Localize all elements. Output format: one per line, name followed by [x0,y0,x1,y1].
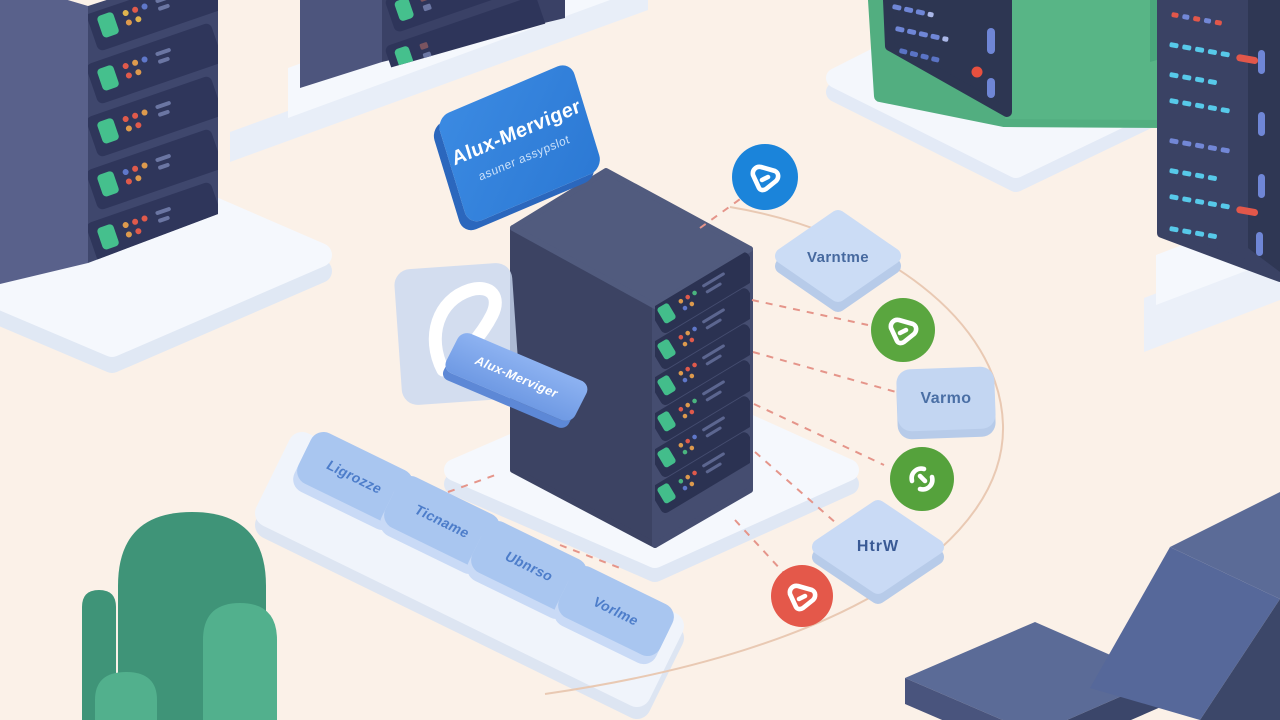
rack-unit [655,324,750,405]
green-server-panel-leds [892,4,995,98]
code-rack-rows [1169,0,1280,272]
cube-large-right [1200,599,1280,720]
server-tower-central [510,168,753,548]
cubes [905,492,1280,720]
bottom-tile-label: Ticname [411,501,473,541]
cube-large-top [1090,547,1280,720]
triangle-swirl-icon [787,583,818,612]
bottom-tile-label: Ubnrso [501,548,557,584]
callout-label-htrw: HtrW [856,538,900,555]
callout-label-varntme: Varntme [807,249,869,266]
bottom-tile-label: Ligrozze [323,457,387,497]
bottom-tile-label: Vorlme [589,593,643,629]
rack-unit [655,252,750,333]
status-icon-red [771,565,833,627]
rack-units-central [655,252,750,513]
rack-unit [655,396,750,477]
rack-unit [88,23,218,104]
rack-units-top-left [88,0,218,263]
cube-large-top-edge [1170,492,1280,599]
status-icon-green-top [871,298,935,362]
bushes [82,512,277,720]
callout-tile-htrw-shape [812,500,944,604]
rack-unit [88,182,218,263]
rack-unit [88,76,218,157]
green-server-top-right [868,0,1168,128]
rack-unit [88,129,218,210]
cube-small-top [905,622,1163,720]
code-rack-far-right [1150,0,1280,282]
rack-unit [88,0,218,51]
rack-unit [385,0,546,32]
triangle-swirl-icon [750,164,781,193]
server-rack-top-left [0,0,218,284]
triangle-swirl-icon [888,317,919,346]
rack-unit [655,432,750,513]
cube-small-left [905,678,1003,720]
rack-unit [655,288,750,369]
power-led [971,66,983,78]
bush [203,603,277,720]
rack-unit [655,360,750,441]
callout-tile-varmo-shape [896,366,996,440]
status-icon-blue [732,144,798,210]
platform-top-middle [230,0,648,162]
dashed-links [447,196,897,573]
bush [95,672,157,720]
callout-label-varmo: Varmo [920,390,972,407]
status-icon-green-bottom [890,447,954,511]
callout-tile-varntme-shape [775,210,901,312]
curl-swirl-icon [909,466,935,492]
